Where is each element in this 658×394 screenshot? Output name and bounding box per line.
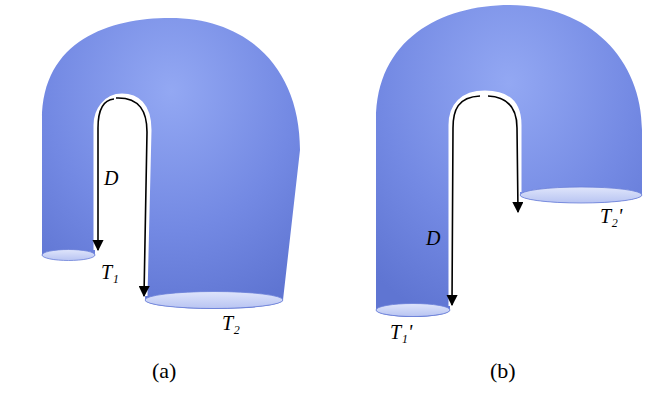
distance-arrow	[452, 96, 480, 305]
distance-arrow	[488, 96, 518, 212]
inner-edge	[95, 95, 150, 296]
panel-caption: (a)	[152, 360, 176, 382]
tube-a	[42, 18, 300, 309]
tube-end	[145, 292, 283, 309]
end-label: T₂'	[600, 206, 622, 226]
inner-edge	[450, 92, 520, 306]
tube-end	[376, 304, 450, 317]
panel-caption: (b)	[490, 360, 516, 382]
distance-label: D	[426, 228, 440, 248]
tube-end	[42, 250, 95, 261]
tube-b	[376, 5, 642, 317]
end-label: T₂	[222, 313, 240, 333]
end-label: T₁'	[390, 322, 412, 342]
tube-end	[520, 187, 642, 203]
end-label: T₁	[101, 262, 119, 282]
distance-label: D	[104, 168, 118, 188]
distance-arrow	[116, 98, 147, 296]
